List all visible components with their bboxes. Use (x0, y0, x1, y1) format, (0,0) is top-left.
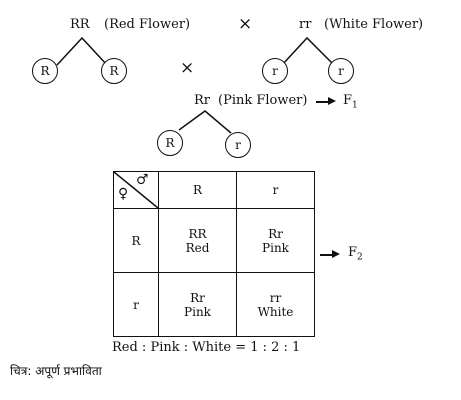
f1-arrow (316, 101, 330, 103)
corner-diagonal (114, 172, 158, 208)
f2-generation-label: F2 (348, 245, 363, 263)
f2-arrow-head (332, 250, 340, 258)
gamete-red-1: R (32, 58, 58, 84)
punnett-corner: ♀ ♂ (113, 171, 159, 209)
row-header-r: r (113, 272, 159, 337)
f1-arrow-head (328, 97, 336, 105)
parent-white-genotype: rr (299, 17, 312, 32)
gamete-white-2: r (328, 58, 354, 84)
f1-phenotype: (Pink Flower) (218, 93, 308, 108)
parent-white-phenotype: (White Flower) (324, 17, 424, 32)
f1-gamete-r: r (225, 132, 251, 158)
f1-genotype: Rr (194, 93, 211, 108)
row-header-R: R (113, 208, 159, 273)
parent-red-phenotype: (Red Flower) (104, 17, 191, 32)
column-header-r: r (236, 171, 315, 209)
figure-caption: चित्र: अपूर्ण प्रभाविता (10, 364, 102, 378)
cross-symbol: × (238, 14, 253, 34)
male-symbol-icon: ♂ (136, 172, 149, 188)
parent-red-genotype: RR (70, 17, 90, 32)
gamete-red-2: R (101, 58, 127, 84)
f1-generation-label: F1 (343, 93, 358, 111)
f1-gamete-R: R (157, 130, 183, 156)
branch-white-parent (281, 36, 335, 66)
female-symbol-icon: ♀ (118, 186, 129, 202)
branch-red-parent (56, 36, 108, 66)
phenotype-ratio: Red : Pink : White = 1 : 2 : 1 (112, 340, 301, 355)
f2-arrow (320, 254, 334, 256)
gamete-white-1: r (262, 58, 288, 84)
cross-symbol-gametes: × (180, 58, 195, 78)
branch-f1 (178, 110, 232, 134)
column-header-R: R (158, 171, 237, 209)
